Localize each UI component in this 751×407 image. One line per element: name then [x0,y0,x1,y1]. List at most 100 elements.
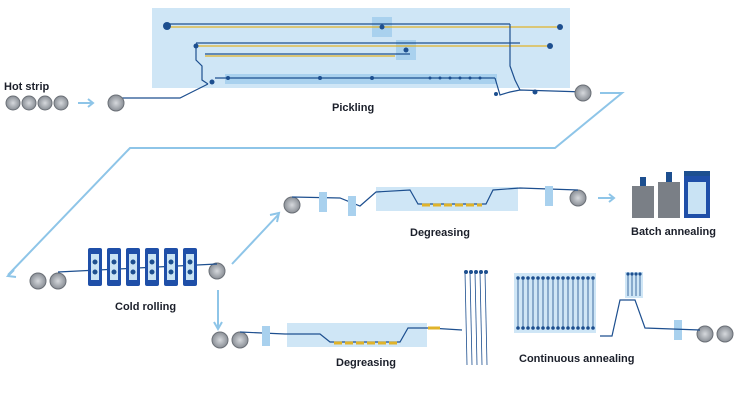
furnace-roll-bottom-2 [521,326,525,330]
pickling-roll-k [428,76,432,80]
furnace-roll-bottom-14 [581,326,585,330]
rolling-stand-window-4 [148,254,156,280]
pickling-roll-j [370,76,374,80]
looper-roll-5 [484,270,488,274]
rolling-stand-roll-top-3 [130,259,136,265]
looper-strand-5 [484,271,488,366]
cal-exit-strip [600,299,701,337]
pickling-strip-path [120,23,586,99]
pickling-bath [225,74,497,84]
pickling-uncoiler [107,94,125,112]
furnace-roll-top-6 [541,276,545,280]
cal-uncoiler-1 [211,331,229,349]
pickling-roll-q [494,92,498,96]
cal-entry-looper [464,270,488,366]
furnace-roll-bottom-13 [576,326,580,330]
rolling-stand-roll-top-5 [168,259,174,265]
batch-furnace-1 [632,186,654,218]
looper-roll-1 [464,270,468,274]
furnace-roll-top-15 [586,276,590,280]
pickling-roll-o [468,76,472,80]
looper-strand-3 [474,271,478,366]
rolling-stand-window-2 [110,254,118,280]
pickling-entry-strip [120,83,209,99]
pickling-roll-n [458,76,462,80]
looper-strand-4 [479,271,483,366]
looper-strand-1 [464,271,468,366]
pickling-roll-e [379,24,385,30]
rolling-stand-roll-bottom-6 [187,269,193,275]
hot-strip-coil-4 [53,95,69,111]
arrow-batch-head [608,193,616,203]
furnace-roll-bottom-9 [556,326,560,330]
pickling-roll-h [226,76,230,80]
degrease-top-shear [319,192,327,212]
furnace-roll-top-3 [526,276,530,280]
furnace-roll-top-2 [521,276,525,280]
pickling-roll-c [547,43,553,49]
furnace-roll-bottom-7 [546,326,550,330]
cal-recoiler-2 [716,325,734,343]
rolling-stand-roll-top-1 [92,259,98,265]
pickling-roll-d [193,43,199,49]
hot-strip-coils [5,84,592,112]
label-batch-annealing: Batch annealing [631,226,716,238]
pickling-roll-f [403,47,409,53]
batch-furnace-2 [658,182,680,218]
looper-strand-2 [469,271,473,366]
cal-cooling-tower [626,272,642,296]
hot-strip-coil-2 [21,95,37,111]
furnace-roll-top-4 [531,276,535,280]
arrow-degrease-bottom-head [213,321,223,332]
furnace-roll-top-13 [576,276,580,280]
cold-rolling-mill [29,248,226,290]
cal-exit-shear [674,320,682,340]
cal-shear [262,326,270,346]
pickling-roll-p [478,76,482,80]
batch-furnace-2-cap [666,172,672,182]
pickling-panel [152,8,570,88]
degrease-top-uncoiler [283,196,301,214]
furnace-roll-top-14 [581,276,585,280]
looper-roll-2 [469,270,473,274]
furnace-roll-bottom-11 [566,326,570,330]
label-degreasing-top: Degreasing [410,227,470,239]
continuous-annealing-line [211,270,734,366]
furnace-roll-bottom-10 [561,326,565,330]
flow-arrows [5,92,625,332]
furnace-roll-bottom-6 [541,326,545,330]
label-pickling: Pickling [332,102,374,114]
hot-strip-coil-3 [37,95,53,111]
furnace-roll-bottom-8 [551,326,555,330]
cooler-roll-4 [638,272,642,276]
cal-furnace-passes [516,276,595,330]
furnace-roll-top-8 [551,276,555,280]
rolling-stand-roll-top-2 [111,259,117,265]
rolling-stand-roll-bottom-5 [168,269,174,275]
arrow-degrease-top-head [269,211,281,223]
furnace-roll-bottom-4 [531,326,535,330]
pickling-exit-strip [494,77,586,96]
rolling-stand-roll-top-4 [149,259,155,265]
furnace-roll-top-11 [566,276,570,280]
rolling-stands [88,248,197,286]
batch-furnace-3-cap [684,171,710,176]
rolling-stand-window-6 [186,254,194,280]
cal-uncoiler-2 [231,331,249,349]
looper-roll-4 [479,270,483,274]
furnace-roll-top-7 [546,276,550,280]
furnace-roll-top-16 [591,276,595,280]
furnace-roll-bottom-12 [571,326,575,330]
rolling-stand-roll-top-6 [187,259,193,265]
degrease-top-welder [348,196,356,216]
hot-strip-coil-1 [5,95,21,111]
pickling-entry-down [195,46,209,85]
cooler-roll-1 [626,272,630,276]
furnace-roll-top-10 [561,276,565,280]
degrease-top-exit-shear [545,186,553,206]
degrease-top-recoiler [569,189,587,207]
label-cold-rolling: Cold rolling [115,301,176,313]
furnace-roll-bottom-16 [591,326,595,330]
